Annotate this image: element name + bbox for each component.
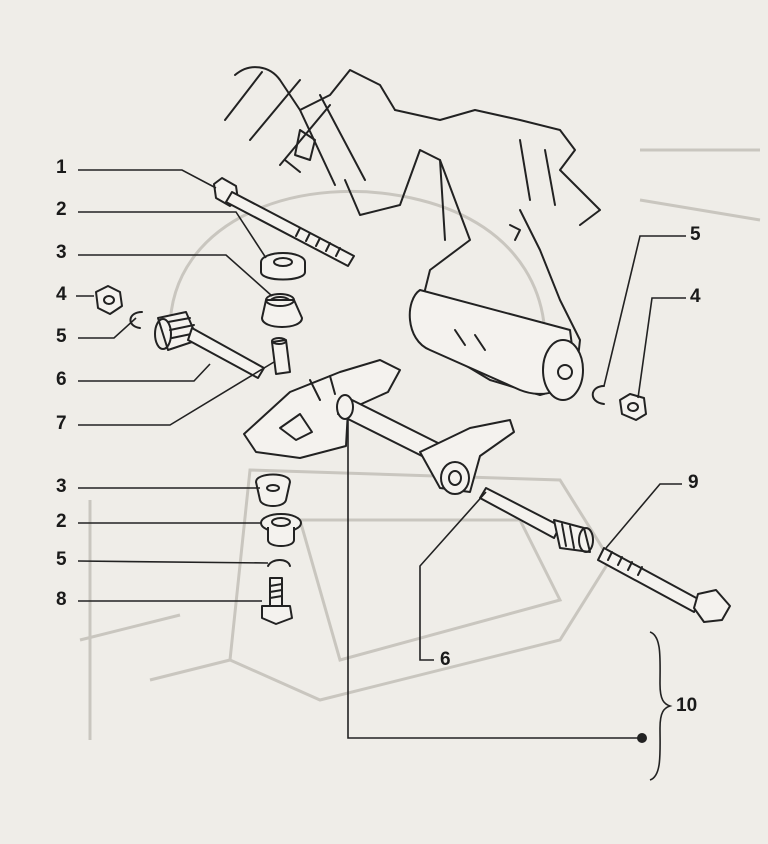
callout-3-top: 3: [56, 242, 67, 263]
part-6-bushed-pin-left: [154, 311, 265, 379]
part-5-washer-right: [591, 385, 605, 405]
background-bleed: [79, 148, 761, 740]
callout-10: 10: [676, 695, 698, 716]
callout-5-left: 5: [56, 326, 67, 347]
callout-2-top: 2: [56, 199, 67, 220]
part-5-washer-left: [129, 311, 143, 329]
callout-brace: [649, 631, 673, 781]
part-6-bushed-pin-bottom: [479, 487, 594, 553]
engine-casting: [224, 66, 601, 401]
callout-4-right: 4: [690, 286, 701, 307]
callout-6-left: 6: [56, 369, 67, 390]
part-4-nut-right: [619, 393, 647, 421]
leader-lines: [76, 169, 686, 743]
callout-3-bottom: 3: [56, 476, 67, 497]
callout-9: 9: [688, 472, 699, 493]
callout-5-bottom: 5: [56, 549, 67, 570]
part-3-rubber-cone-bottom: [255, 473, 291, 507]
callout-1: 1: [56, 157, 67, 178]
part-7-spacer-tube: [271, 337, 291, 375]
part-8-short-bolt: [261, 577, 293, 625]
callout-2-bottom: 2: [56, 511, 67, 532]
part-2-flanged-bush-bottom: [260, 513, 302, 547]
callout-6-bottom: 6: [440, 649, 451, 670]
part-3-rubber-cone-top: [261, 293, 303, 328]
part-5-washer-bottom: [267, 559, 291, 567]
part-2-flanged-bush-top: [260, 252, 306, 281]
callout-4-left: 4: [56, 284, 67, 305]
part-9-long-bolt: [597, 547, 731, 623]
part-4-nut-left: [95, 285, 123, 315]
callout-5-right: 5: [690, 224, 701, 245]
part-1-long-bolt: [213, 177, 355, 267]
swing-arm-bracket: [243, 359, 515, 495]
callout-7: 7: [56, 413, 67, 434]
leader-dot: [637, 733, 647, 743]
callout-8: 8: [56, 589, 67, 610]
